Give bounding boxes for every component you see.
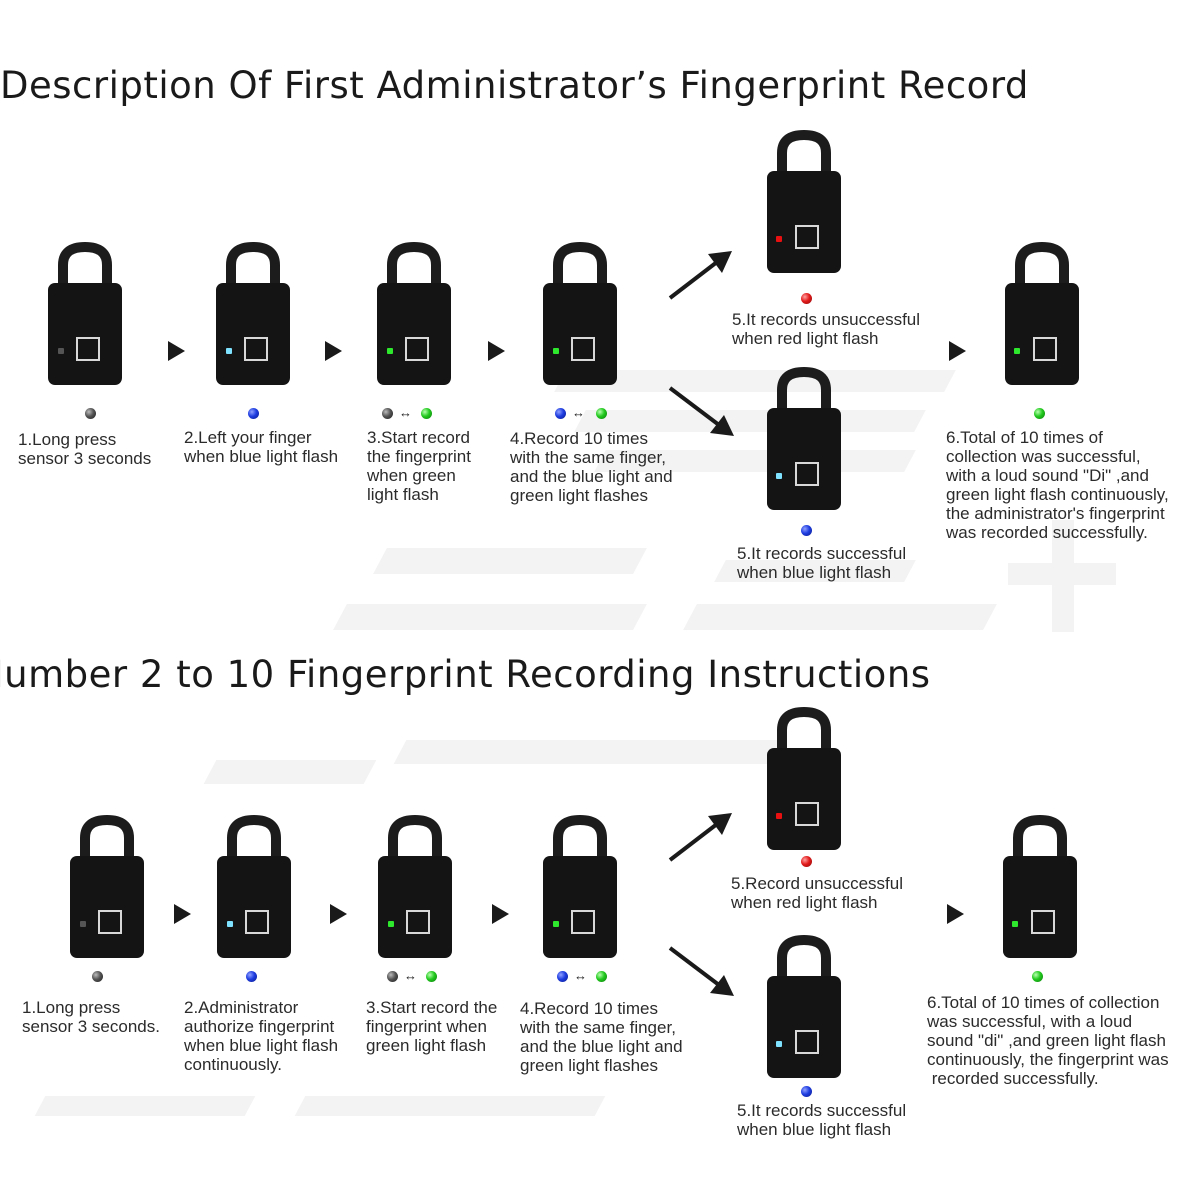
fingerprint-padlock-icon xyxy=(216,241,290,385)
indicator-dot-blue xyxy=(557,971,568,982)
indicator-dot-red xyxy=(801,293,812,304)
fingerprint-padlock-icon xyxy=(378,814,452,958)
indicator-dot-green xyxy=(1034,408,1045,419)
fingerprint-padlock-icon xyxy=(70,814,144,958)
double-arrow: ↔ xyxy=(572,405,585,420)
indicator-dot-green xyxy=(426,971,437,982)
indicator-dot-blue xyxy=(555,408,566,419)
fingerprint-padlock-icon xyxy=(767,366,841,510)
background-stripe xyxy=(683,604,997,630)
led-green xyxy=(1012,921,1018,927)
triangle-right-icon xyxy=(947,904,964,924)
step3-caption: 3.Start record the fingerprint when gree… xyxy=(367,428,471,504)
diagonal-arrow-icon xyxy=(668,813,732,862)
step4-caption: 4.Record 10 times with the same finger, … xyxy=(510,429,673,505)
triangle-right-icon xyxy=(492,904,509,924)
fingerprint-padlock-icon xyxy=(543,814,617,958)
double-arrow: ↔ xyxy=(574,968,587,983)
fingerprint-padlock-icon xyxy=(767,934,841,1078)
step1-caption: 1.Long press sensor 3 seconds. xyxy=(22,998,160,1036)
triangle-right-icon xyxy=(488,341,505,361)
triangle-right-icon xyxy=(325,341,342,361)
step5-success-caption: 5.It records successful when blue light … xyxy=(737,544,907,582)
background-stripe xyxy=(294,1096,606,1116)
step6-caption: 6.Total of 10 times of collection was su… xyxy=(946,428,1169,542)
led-off xyxy=(80,921,86,927)
background-stripe xyxy=(373,548,647,574)
led-off xyxy=(58,348,64,354)
background-plus-horizontal xyxy=(1008,563,1116,585)
indicator-dot-green xyxy=(1032,971,1043,982)
triangle-right-icon xyxy=(330,904,347,924)
fingerprint-padlock-icon xyxy=(377,241,451,385)
led-blue xyxy=(227,921,233,927)
diagonal-arrow-icon xyxy=(668,251,732,300)
diagonal-arrow-icon xyxy=(668,946,734,996)
double-arrow: ↔ xyxy=(404,968,417,983)
step2-caption: 2.Administrator authorize fingerprint wh… xyxy=(184,998,339,1074)
step5-fail-caption: 5.Record unsuccessful when red light fla… xyxy=(731,874,903,912)
fingerprint-padlock-icon xyxy=(543,241,617,385)
background-stripe xyxy=(34,1096,256,1116)
step6-caption: 6.Total of 10 times of collection was su… xyxy=(927,993,1169,1088)
fingerprint-padlock-icon xyxy=(1005,241,1079,385)
led-red xyxy=(776,236,782,242)
led-blue xyxy=(776,1041,782,1047)
section1-title: Description Of First Administrator’s Fin… xyxy=(0,64,1029,107)
background-stripe xyxy=(393,740,787,764)
background-stripe xyxy=(203,760,377,784)
indicator-dot-blue xyxy=(246,971,257,982)
fingerprint-padlock-icon xyxy=(767,706,841,850)
step4-caption: 4.Record 10 times with the same finger, … xyxy=(520,999,683,1075)
indicator-dot-blue xyxy=(248,408,259,419)
indicator-dot-black xyxy=(387,971,398,982)
fingerprint-padlock-icon xyxy=(48,241,122,385)
indicator-dot-green xyxy=(421,408,432,419)
step5-fail-caption: 5.It records unsuccessful when red light… xyxy=(732,310,921,348)
indicator-dot-black xyxy=(382,408,393,419)
indicator-dot-red xyxy=(801,856,812,867)
indicator-dot-black xyxy=(92,971,103,982)
indicator-dot-blue xyxy=(801,1086,812,1097)
indicator-dot-black xyxy=(85,408,96,419)
double-arrow: ↔ xyxy=(399,405,412,420)
led-green xyxy=(553,348,559,354)
led-blue xyxy=(776,473,782,479)
indicator-dot-green xyxy=(596,971,607,982)
step2-caption: 2.Left your finger when blue light flash xyxy=(184,428,339,466)
fingerprint-padlock-icon xyxy=(1003,814,1077,958)
step1-caption: 1.Long press sensor 3 seconds xyxy=(18,430,152,468)
fingerprint-padlock-icon xyxy=(217,814,291,958)
led-green xyxy=(1014,348,1020,354)
background-stripe xyxy=(333,604,647,630)
led-red xyxy=(776,813,782,819)
led-green xyxy=(553,921,559,927)
step3-caption: 3.Start record the fingerprint when gree… xyxy=(366,998,498,1055)
led-green xyxy=(387,348,393,354)
led-blue xyxy=(226,348,232,354)
indicator-dot-blue xyxy=(801,525,812,536)
step5-success-caption: 5.It records successful when blue light … xyxy=(737,1101,907,1139)
led-green xyxy=(388,921,394,927)
fingerprint-padlock-icon xyxy=(767,129,841,273)
triangle-right-icon xyxy=(168,341,185,361)
triangle-right-icon xyxy=(949,341,966,361)
section2-title: Number 2 to 10 Fingerprint Recording Ins… xyxy=(0,653,931,696)
triangle-right-icon xyxy=(174,904,191,924)
indicator-dot-green xyxy=(596,408,607,419)
